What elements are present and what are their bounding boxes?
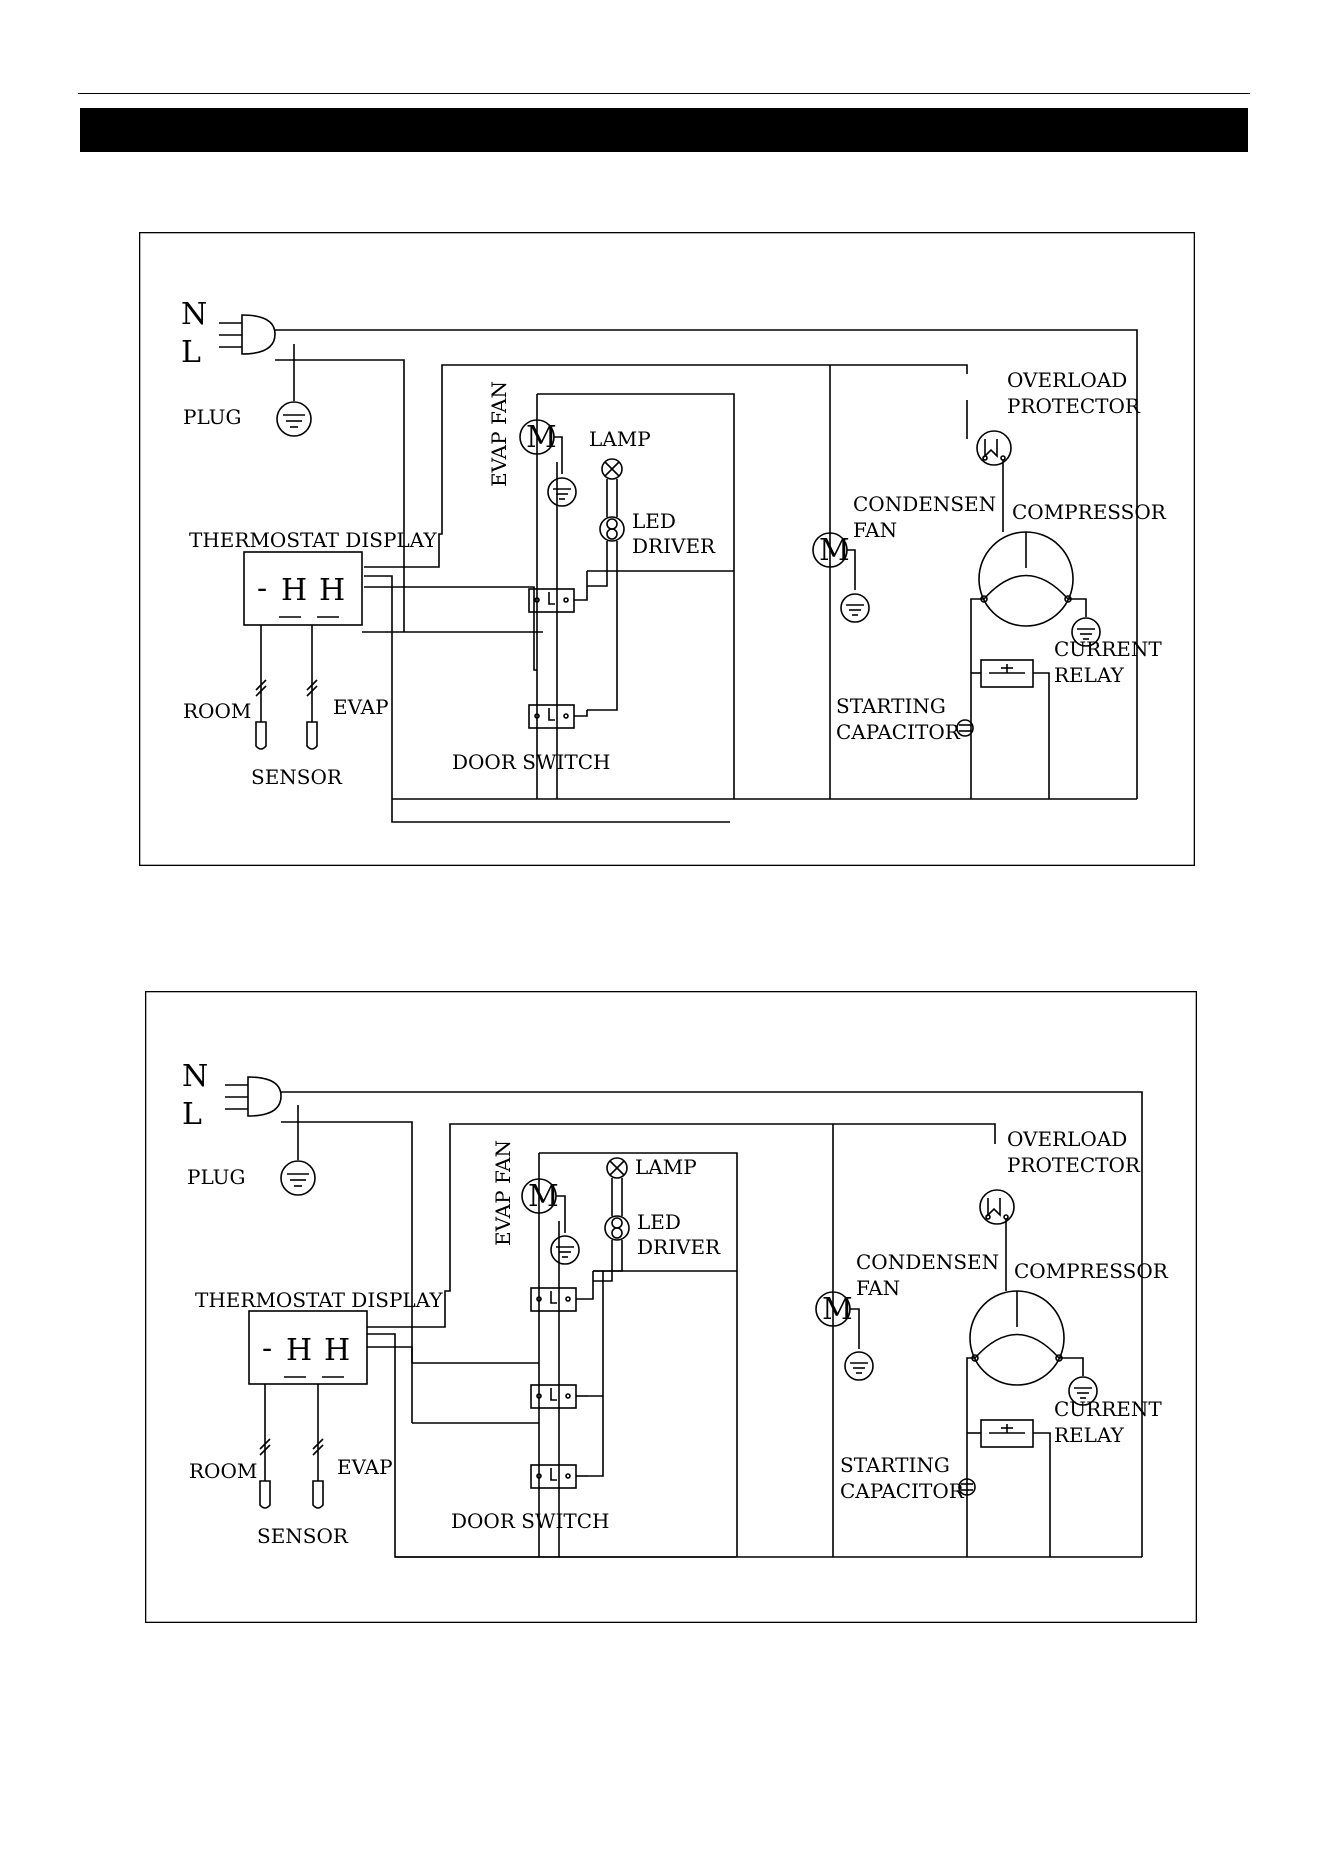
compressor-label: COMPRESSOR [1012,500,1167,524]
display-digit-1: H [286,1333,312,1368]
condenser-fan-motor-icon: M [815,1291,874,1381]
condensen-fan-motor-symbol: M [822,1292,853,1327]
wiring [275,329,1138,823]
door-switch-1 [528,571,588,613]
door-switch-2 [528,704,588,729]
wiring-diagram-2: N L PLUG THERMOSTAT DISPLAY - H H [145,991,1197,1623]
display-digit-2: H [319,573,345,608]
starting-capacitor-icon [958,1478,976,1496]
lamp-label: LAMP [635,1155,697,1179]
starting-capacitor-label-2: CAPACITOR [836,720,961,744]
plug-l-label: L [182,1097,202,1132]
thermostat-display: - H H [243,551,363,626]
plug-symbol [225,1076,282,1117]
led-driver-label-2: DRIVER [632,534,716,558]
display-minus: - [262,1331,272,1366]
thermostat-display-label: THERMOSTAT DISPLAY [189,528,437,552]
overload-protector-icon [979,1189,1015,1291]
compressor-label: COMPRESSOR [1014,1259,1169,1283]
sensor-probes [259,1384,324,1509]
sensor-probes [255,625,318,750]
condenser-fan-motor-icon: M [812,532,870,623]
condensen-fan-motor-symbol: M [819,533,850,568]
plug-label: PLUG [187,1165,245,1189]
thermostat-display: - H H [248,1310,368,1385]
evap-fan-motor-icon: M [521,1178,580,1265]
door-switch-label: DOOR SWITCH [452,750,611,774]
overload-protector-label-2: PROTECTOR [1007,394,1141,418]
evap-fan-motor-icon: M [519,419,577,507]
current-relay-icon [971,659,1050,799]
current-relay-label-2: RELAY [1054,1423,1125,1447]
sensor-label: SENSOR [257,1524,349,1548]
diagram-frame [139,232,1195,866]
thermostat-display-label: THERMOSTAT DISPLAY [195,1288,443,1312]
led-driver-label-1: LED [637,1210,681,1234]
display-digit-1: H [281,573,307,608]
overload-protector-label-2: PROTECTOR [1007,1153,1141,1177]
evap-fan-motor-symbol: M [526,420,557,455]
section-header-bar [80,108,1248,152]
plug-n-label: N [182,1059,208,1094]
starting-capacitor-label-1: STARTING [836,694,946,718]
plug-symbol [219,314,276,355]
overload-protector-label-1: OVERLOAD [1007,368,1127,392]
sensor-label: SENSOR [251,765,343,789]
door-switch-label: DOOR SWITCH [451,1509,610,1533]
evap-fan-label: EVAP FAN [491,1140,515,1246]
wiring [281,1091,1143,1558]
condensen-fan-label-1: CONDENSEN [853,492,996,516]
evap-fan-motor-symbol: M [528,1179,559,1214]
current-relay-label-1: CURRENT [1054,1397,1162,1421]
plug-ground-icon [276,344,312,437]
compressor-icon [970,531,1101,799]
led-driver-icon [587,516,625,711]
evap-sensor-label: EVAP [337,1455,393,1479]
led-driver-label-1: LED [632,509,676,533]
door-switch-1 [530,1271,594,1312]
display-digit-2: H [324,1333,350,1368]
plug-label: PLUG [183,405,241,429]
room-sensor-label: ROOM [183,699,251,723]
current-relay-label-2: RELAY [1054,663,1125,687]
door-switch-2 [530,1384,588,1409]
condensen-fan-label-1: CONDENSEN [856,1250,999,1274]
evap-sensor-label: EVAP [333,695,389,719]
room-sensor-label: ROOM [189,1459,257,1483]
overload-protector-label-1: OVERLOAD [1007,1127,1127,1151]
condensen-fan-label-2: FAN [856,1276,900,1300]
top-rule [78,93,1250,94]
lamp-icon [601,458,623,517]
plug-ground-icon [280,1105,316,1196]
lamp-label: LAMP [589,427,651,451]
plug-n-label: N [181,297,207,332]
display-minus: - [257,571,267,606]
starting-capacitor-label-1: STARTING [840,1453,950,1477]
starting-capacitor-label-2: CAPACITOR [840,1479,965,1503]
plug-l-label: L [181,335,201,370]
current-relay-icon [967,1419,1051,1557]
current-relay-label-1: CURRENT [1054,637,1162,661]
starting-capacitor-icon [956,719,974,737]
evap-fan-label: EVAP FAN [487,381,511,487]
lamp-icon [606,1157,628,1216]
led-driver-icon [588,1215,630,1477]
door-switch-3 [530,1464,588,1489]
wiring-diagram-1: N L PLUG THERMOSTAT DISPLAY - H H [139,232,1195,866]
diagram-frame [145,991,1197,1623]
condensen-fan-label-2: FAN [853,518,897,542]
led-driver-label-2: DRIVER [637,1235,721,1259]
overload-protector-icon [976,430,1012,532]
